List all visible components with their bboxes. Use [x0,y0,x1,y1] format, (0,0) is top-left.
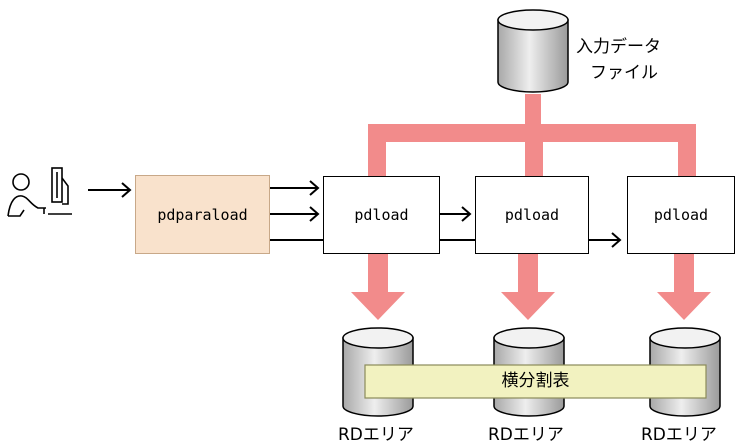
pdload-box-3: pdload [627,176,735,254]
partitioned-table-label: 横分割表 [501,371,570,391]
input-file-label-line2: ファイル [590,63,658,83]
rd-area-label-3: RDエリア [641,425,717,445]
input-file-cylinder [497,9,569,93]
pdload-box-2: pdload [475,176,589,254]
input-file-label-line1: 入力データ [576,37,661,57]
rd-area-label-1: RDエリア [338,425,414,445]
pdparaload-box: pdparaload [135,175,270,254]
load-arrows [351,254,711,320]
user-at-computer-icon [7,167,72,217]
pdload-box-1: pdload [323,176,440,254]
distribution-arrows [368,94,696,180]
rd-area-label-2: RDエリア [488,425,564,445]
partitioned-table-bar [364,364,707,399]
